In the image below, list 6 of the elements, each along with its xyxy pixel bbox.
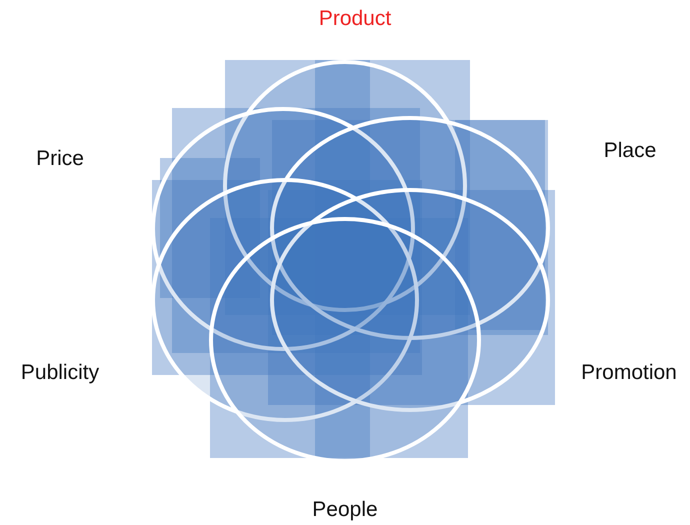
category-label: Price — [36, 147, 84, 171]
category-label: Place — [604, 139, 656, 163]
category-label: People — [312, 498, 378, 522]
category-label: Product — [318, 7, 392, 31]
category-label: Publicity — [20, 361, 100, 385]
category-label: Promotion — [581, 361, 677, 385]
